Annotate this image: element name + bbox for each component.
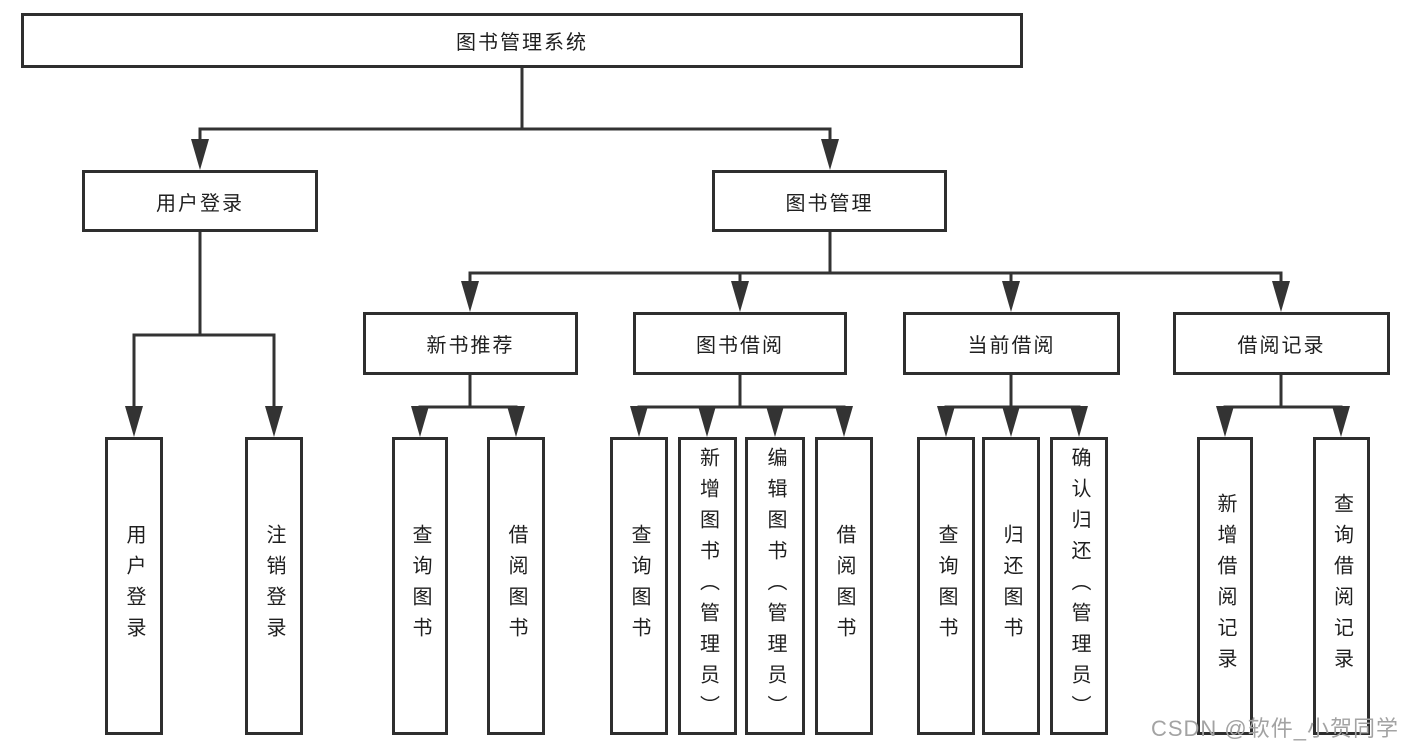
leaf-node-confirm-return-admin: 确认归还（管理员） xyxy=(1050,437,1108,735)
leaf-node-add-books-admin: 新增图书（管理员） xyxy=(678,437,737,735)
leaf-node-edit-books-admin: 编辑图书（管理员） xyxy=(745,437,805,735)
leaf-label: 查询图书 xyxy=(628,524,650,648)
level2-node-user-login: 用户登录 xyxy=(82,170,318,232)
leaf-node-query-books-recommend: 查询图书 xyxy=(392,437,448,735)
leaf-label: 编辑图书（管理员） xyxy=(764,446,786,726)
leaf-label: 注销登录 xyxy=(263,524,285,648)
leaf-label: 查询图书 xyxy=(935,524,957,648)
level3-node-borrow-records: 借阅记录 xyxy=(1173,312,1390,375)
level3-node-current-borrow: 当前借阅 xyxy=(903,312,1120,375)
leaf-node-query-books-borrow: 查询图书 xyxy=(610,437,668,735)
level3-node-new-book-recommend: 新书推荐 xyxy=(363,312,578,375)
leaf-label: 查询图书 xyxy=(409,524,431,648)
leaf-label: 归还图书 xyxy=(1000,524,1022,648)
leaf-node-borrow-books-recommend: 借阅图书 xyxy=(487,437,545,735)
leaf-node-borrow-books-borrow: 借阅图书 xyxy=(815,437,873,735)
leaf-node-query-books-current: 查询图书 xyxy=(917,437,975,735)
leaf-node-return-books: 归还图书 xyxy=(982,437,1040,735)
leaf-label: 借阅图书 xyxy=(833,524,855,648)
leaf-label: 确认归还（管理员） xyxy=(1068,446,1090,726)
leaf-node-user-login: 用户登录 xyxy=(105,437,163,735)
csdn-watermark: CSDN @软件_小贺同学 xyxy=(1150,716,1399,741)
leaf-node-add-borrow-record: 新增借阅记录 xyxy=(1197,437,1253,735)
level3-node-book-borrow: 图书借阅 xyxy=(633,312,847,375)
root-node-library-system: 图书管理系统 xyxy=(21,13,1023,68)
leaf-label: 用户登录 xyxy=(123,524,145,648)
leaf-node-query-borrow-record: 查询借阅记录 xyxy=(1313,437,1370,735)
level2-node-book-management: 图书管理 xyxy=(712,170,947,232)
leaf-label: 借阅图书 xyxy=(505,524,527,648)
leaf-node-logout: 注销登录 xyxy=(245,437,303,735)
leaf-label: 新增借阅记录 xyxy=(1214,493,1236,679)
leaf-label: 查询借阅记录 xyxy=(1330,493,1353,679)
leaf-label: 新增图书（管理员） xyxy=(696,446,719,726)
